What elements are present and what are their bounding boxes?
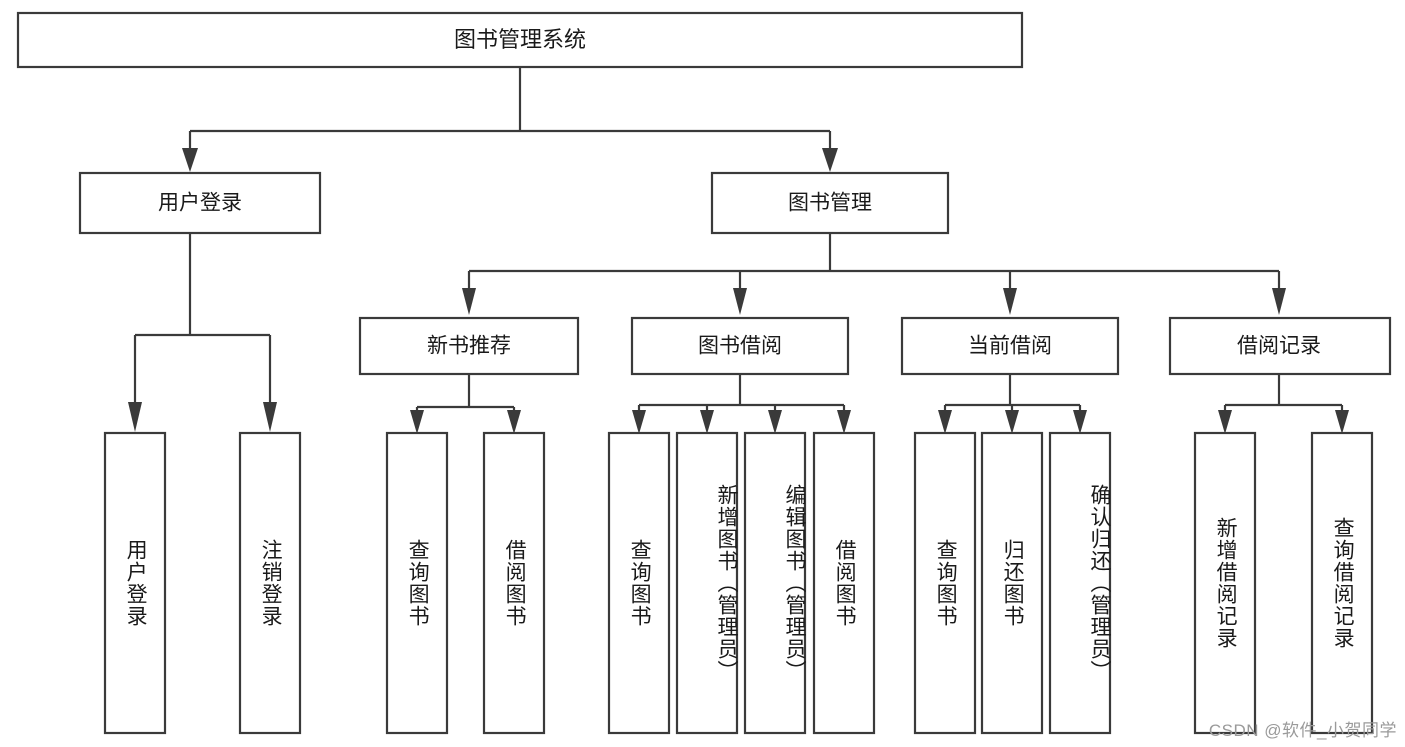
arrow-leaf-add-book xyxy=(700,410,714,434)
node-current-borrow[interactable]: 当前借阅 xyxy=(900,316,1120,376)
node-book-borrow[interactable]: 图书借阅 xyxy=(630,316,850,376)
arrow-leaf-edit-book xyxy=(768,410,782,434)
arrow-current-borrow xyxy=(1003,288,1017,315)
arrow-borrow-record xyxy=(1272,288,1286,315)
watermark-text: CSDN @软件_小贺同学 xyxy=(1208,721,1397,740)
node-book-management-box[interactable] xyxy=(710,171,950,235)
arrow-leaf-query-book-3 xyxy=(938,410,952,434)
node-leaf-query-book-2-box[interactable] xyxy=(607,431,671,735)
node-borrow-record-label: 借阅记录 xyxy=(1237,335,1321,358)
node-borrow-record-box[interactable] xyxy=(1168,316,1392,376)
edges-layer xyxy=(128,67,1349,434)
node-leaf-query-book-1-box[interactable] xyxy=(385,431,449,735)
node-leaf-borrow-book-2-box[interactable] xyxy=(812,431,876,735)
node-new-book-recommend-label: 新书推荐 xyxy=(427,335,511,358)
arrow-leaf-return-book xyxy=(1005,410,1019,434)
node-book-management-label: 图书管理 xyxy=(788,192,872,215)
node-new-book-recommend[interactable]: 新书推荐 xyxy=(358,316,580,376)
node-book-borrow-box[interactable] xyxy=(630,316,850,376)
node-borrow-record[interactable]: 借阅记录 xyxy=(1168,316,1392,376)
arrow-leaf-query-book-2 xyxy=(632,410,646,434)
arrow-new-book-recommend xyxy=(462,288,476,315)
node-leaf-add-record-box[interactable] xyxy=(1193,431,1257,735)
node-new-book-recommend-box[interactable] xyxy=(358,316,580,376)
node-leaf-confirm-return-box[interactable] xyxy=(1048,431,1112,735)
arrow-to-user-login xyxy=(182,148,198,172)
node-leaf-query-book-3-box[interactable] xyxy=(913,431,977,735)
node-leaf-query-record-box[interactable] xyxy=(1310,431,1374,735)
arrow-leaf-borrow-book-1 xyxy=(507,410,521,434)
node-leaf-borrow-book-1-box[interactable] xyxy=(482,431,546,735)
node-current-borrow-label: 当前借阅 xyxy=(968,335,1052,358)
node-current-borrow-box[interactable] xyxy=(900,316,1120,376)
arrow-leaf-query-record xyxy=(1335,410,1349,434)
node-root-label: 图书管理系统 xyxy=(454,27,586,52)
node-leaf-logout-box[interactable] xyxy=(238,431,302,735)
node-root-box[interactable] xyxy=(16,11,1024,69)
arrow-book-borrow xyxy=(733,288,747,315)
node-book-borrow-label: 图书借阅 xyxy=(698,335,782,358)
arrow-leaf-confirm-return xyxy=(1073,410,1087,434)
arrow-leaf-logout xyxy=(263,402,277,432)
node-root[interactable]: 图书管理系统 xyxy=(16,11,1024,69)
arrow-leaf-add-record xyxy=(1218,410,1232,434)
node-user-login[interactable]: 用户登录 xyxy=(78,171,322,235)
arrow-to-book-management xyxy=(822,148,838,172)
node-book-management[interactable]: 图书管理 xyxy=(710,171,950,235)
arrow-leaf-user-login xyxy=(128,402,142,432)
node-user-login-label: 用户登录 xyxy=(158,192,242,215)
node-leaf-return-book-box[interactable] xyxy=(980,431,1044,735)
node-leaf-user-login-box[interactable] xyxy=(103,431,167,735)
arrow-leaf-query-book-1 xyxy=(410,410,424,434)
node-user-login-box[interactable] xyxy=(78,171,322,235)
arrow-leaf-borrow-book-2 xyxy=(837,410,851,434)
node-leaf-add-book-box[interactable] xyxy=(675,431,739,735)
node-leaf-edit-book-box[interactable] xyxy=(743,431,807,735)
